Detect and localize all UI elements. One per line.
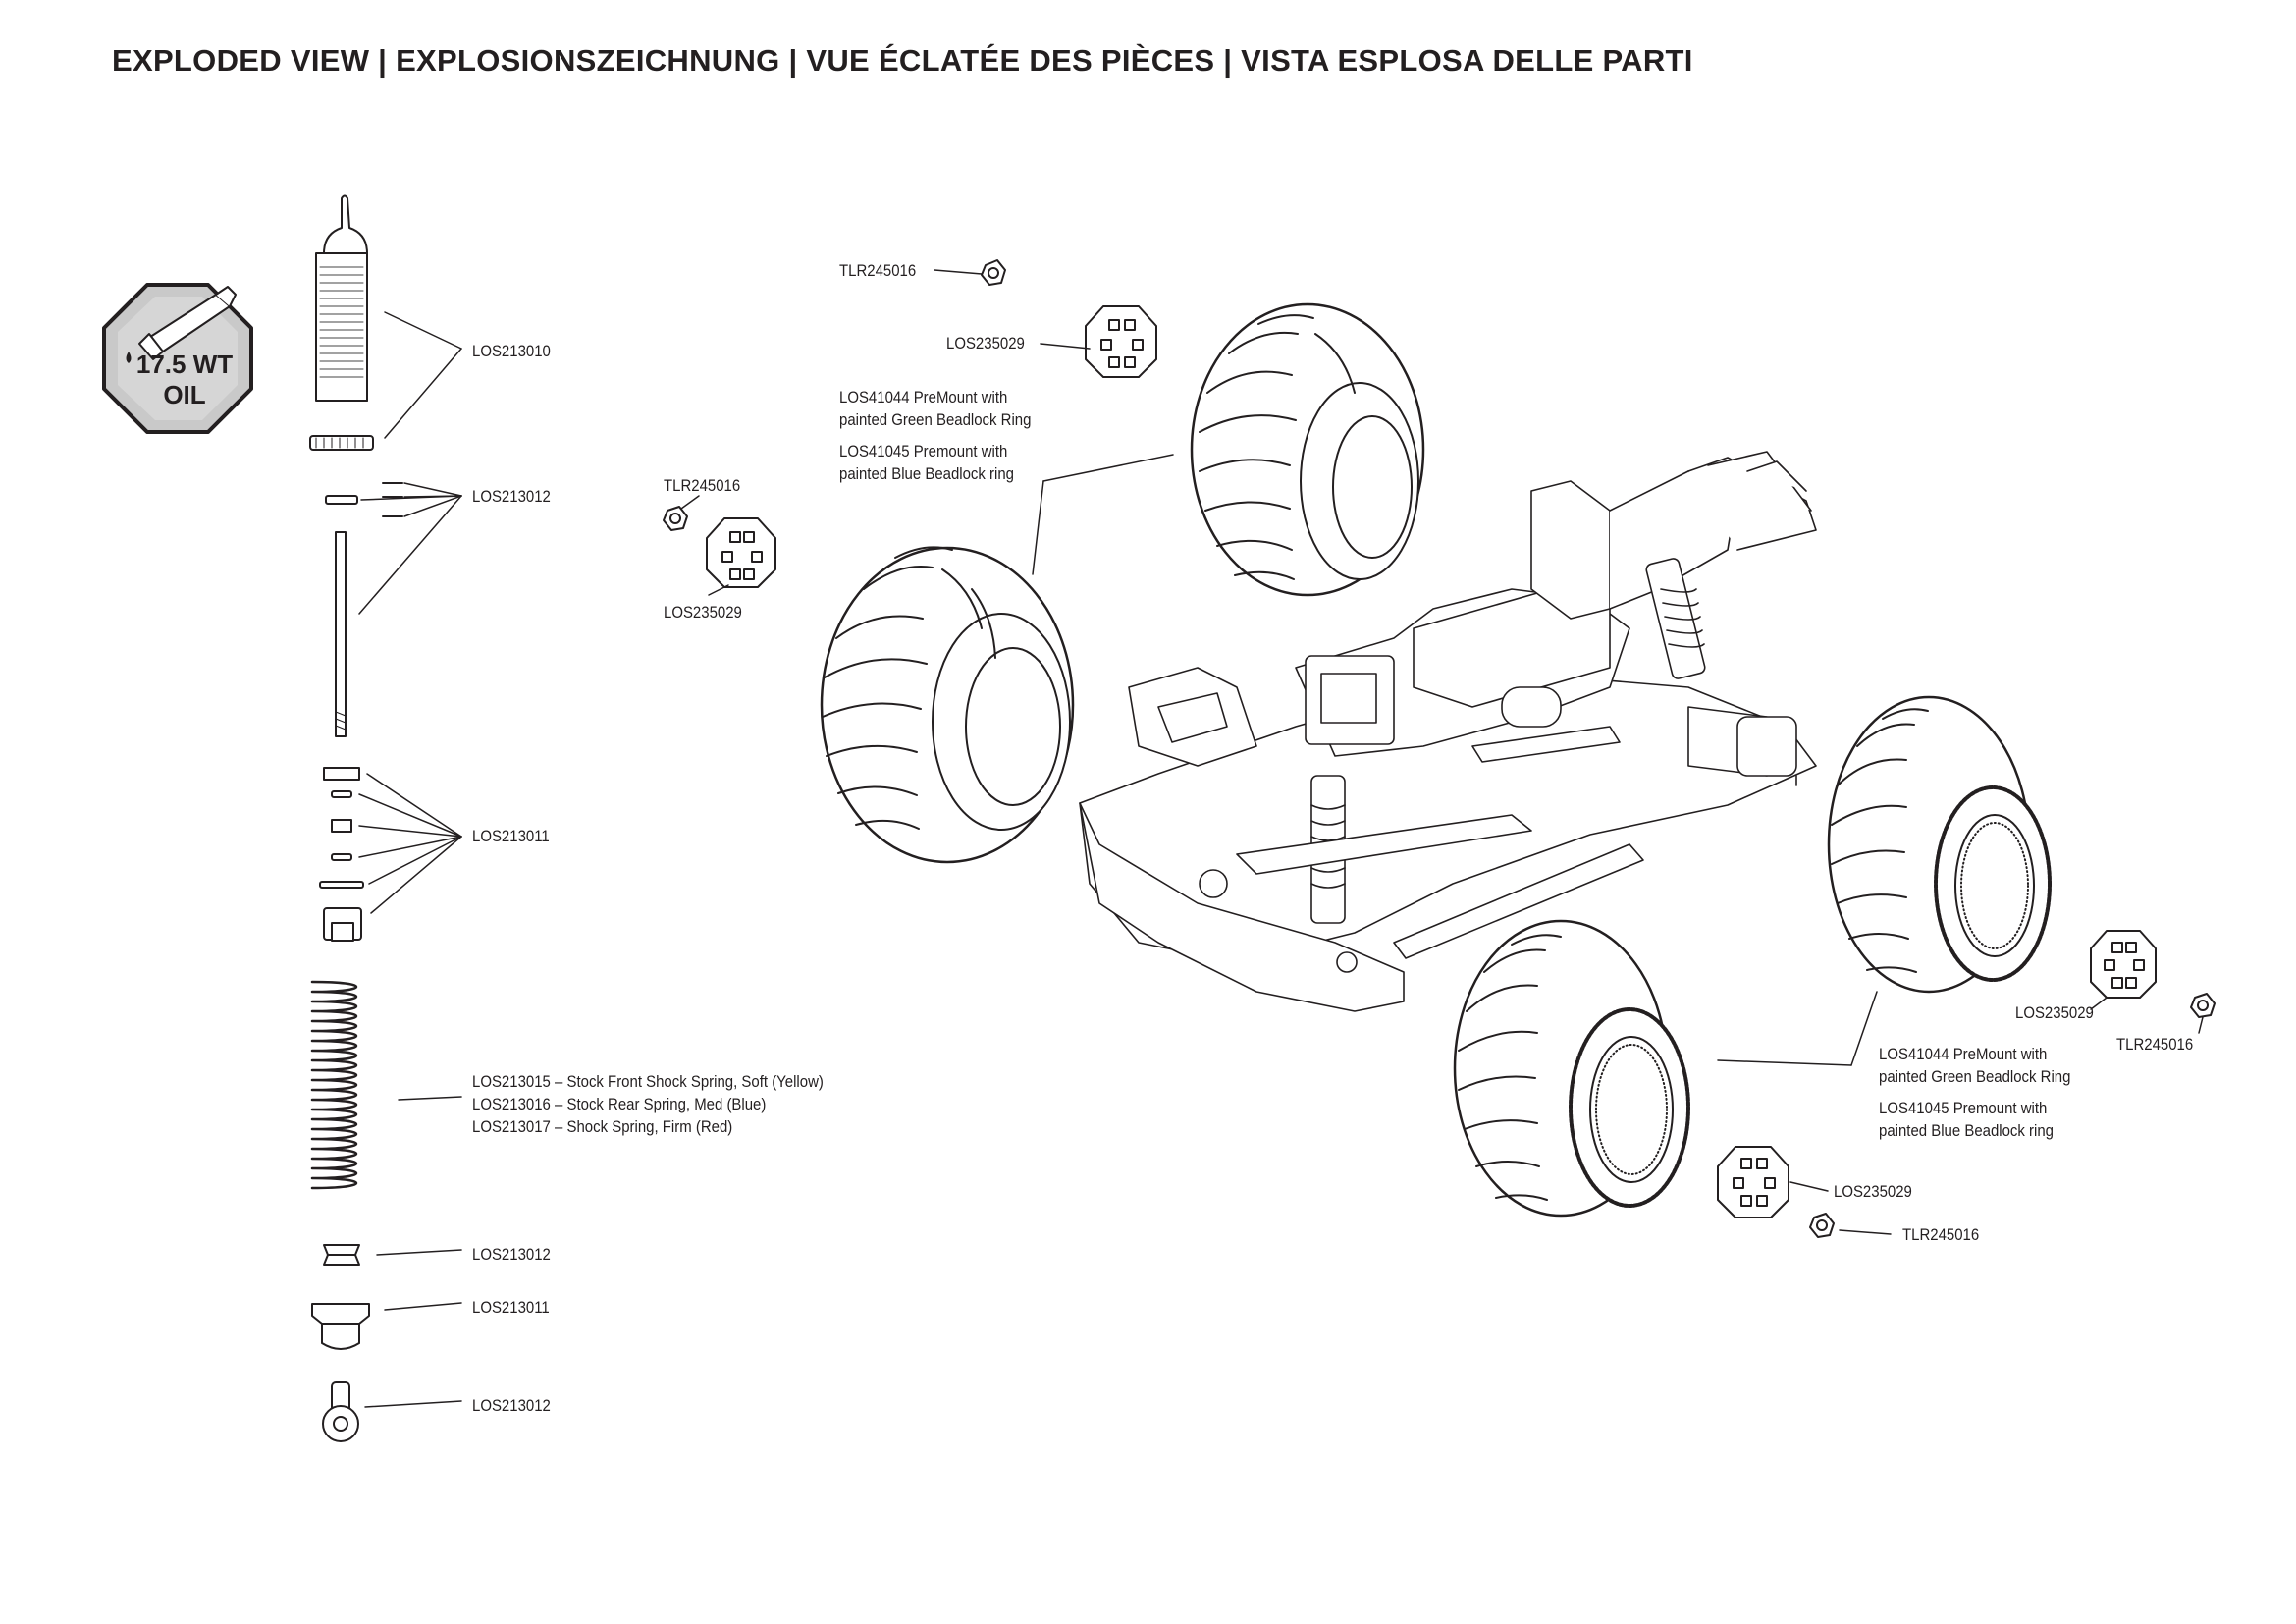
front-right-nut <box>981 259 1006 286</box>
spring-front-label: LOS213015 – Stock Front Shock Spring, So… <box>472 1072 824 1091</box>
spring-cap-label: LOS213011 <box>472 1298 550 1317</box>
shock-spring <box>310 980 358 1190</box>
rear-right-hex-label: LOS235029 <box>2015 1003 2094 1022</box>
front-tire-blue-label: LOS41045 Premount with painted Blue Bead… <box>839 440 1014 485</box>
rear-left-nut-label: TLR245016 <box>1902 1225 1980 1244</box>
spring-firm-label: LOS213017 – Shock Spring, Firm (Red) <box>472 1117 733 1136</box>
front-left-tire <box>820 546 1075 864</box>
rear-left-hex-label: LOS235029 <box>1834 1182 1912 1201</box>
rear-left-nut <box>1809 1213 1835 1238</box>
oil-label: OIL <box>163 380 206 409</box>
front-right-tire <box>1190 302 1425 597</box>
front-tire-green-line1: LOS41044 PreMount with <box>839 388 1008 406</box>
orings-label: LOS213012 <box>472 487 551 506</box>
rod-end <box>322 1381 359 1442</box>
front-tire-blue-line1: LOS41045 Premount with <box>839 442 1008 460</box>
oil-badge: 17.5 WT OIL <box>126 350 243 410</box>
chassis <box>1079 451 1817 1012</box>
rear-tire-green-label: LOS41044 PreMount with painted Green Bea… <box>1879 1043 2070 1088</box>
front-left-hex-set <box>706 517 776 588</box>
front-left-nut <box>663 506 688 531</box>
shock-shaft <box>335 531 347 737</box>
front-right-hex-label: LOS235029 <box>946 334 1025 352</box>
rear-tire-blue-line2: painted Blue Beadlock ring <box>1879 1121 2054 1140</box>
rear-tire-blue-line1: LOS41045 Premount with <box>1879 1099 2048 1117</box>
front-tire-green-line2: painted Green Beadlock Ring <box>839 410 1032 429</box>
oil-weight: 17.5 WT <box>135 350 234 379</box>
front-left-nut-label: TLR245016 <box>664 476 741 495</box>
seal-parts <box>319 767 364 942</box>
page-title: EXPLODED VIEW | EXPLOSIONSZEICHNUNG | VU… <box>112 43 1693 78</box>
rear-right-nut <box>2190 993 2216 1018</box>
shock-collar <box>309 435 374 451</box>
shock-body <box>315 194 368 402</box>
shock-body-label: LOS213010 <box>472 342 551 360</box>
front-tire-green-label: LOS41044 PreMount with painted Green Bea… <box>839 386 1031 431</box>
rear-right-hex-set <box>2090 930 2157 999</box>
oil-bottle-icon <box>102 283 253 434</box>
spring-cap <box>311 1303 370 1350</box>
rear-tire-green-line1: LOS41044 PreMount with <box>1879 1045 2048 1063</box>
front-right-hex-set <box>1085 305 1157 378</box>
bump-stop-label: LOS213012 <box>472 1245 551 1264</box>
front-tire-blue-line2: painted Blue Beadlock ring <box>839 464 1014 483</box>
bump-stop <box>323 1244 360 1266</box>
rod-end-label: LOS213012 <box>472 1396 551 1415</box>
o-rings <box>325 482 403 517</box>
rear-right-nut-label: TLR245016 <box>2116 1035 2194 1054</box>
rear-tire-blue-label: LOS41045 Premount with painted Blue Bead… <box>1879 1097 2054 1142</box>
rear-left-tire <box>1453 919 1690 1218</box>
spring-rear-label: LOS213016 – Stock Rear Spring, Med (Blue… <box>472 1095 767 1113</box>
rear-left-hex-set <box>1717 1146 1789 1218</box>
rear-right-tire <box>1827 695 2052 994</box>
front-left-hex-label: LOS235029 <box>664 603 742 622</box>
seals-label: LOS213011 <box>472 827 550 845</box>
rear-tire-green-line2: painted Green Beadlock Ring <box>1879 1067 2071 1086</box>
front-right-nut-label: TLR245016 <box>839 261 917 280</box>
